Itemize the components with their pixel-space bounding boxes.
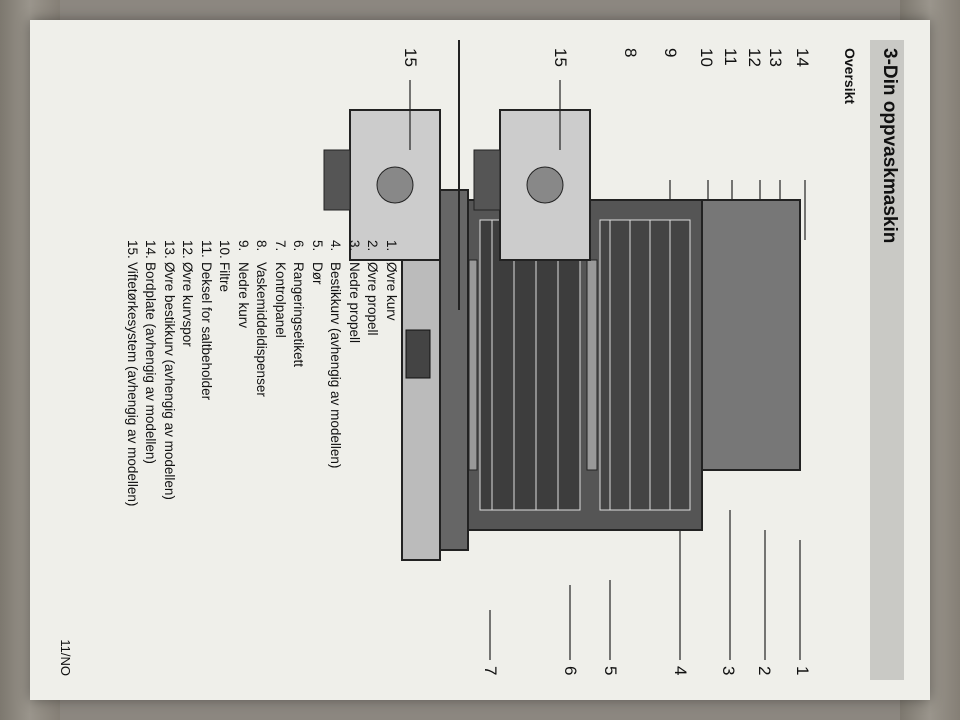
legend-item: 1.Øvre kurv: [384, 240, 399, 321]
fan-drying-detail-2: [323, 80, 441, 261]
section-title: 3-Din oppvaskmaskin: [879, 48, 900, 244]
callout-12: 12: [745, 48, 764, 67]
manual-page: 3-Din oppvaskmaskin Oversikt: [30, 20, 930, 700]
fan-drying-detail-1: [473, 80, 591, 261]
legend-item: 9.Nedre kurv: [236, 240, 251, 329]
callout-8: 8: [621, 48, 640, 58]
legend-item: 13.Øvre bestikkurv (avhengig av modellen…: [162, 240, 177, 500]
spray-arm: [586, 259, 598, 471]
page-number: 11/NO: [58, 639, 73, 676]
legend-item: 10.Filtre: [217, 240, 233, 292]
legend-item: 4.Bestikkurv (avhengig av modellen): [328, 240, 344, 469]
callout-14: 14: [793, 48, 812, 67]
callout-6: 6: [561, 666, 580, 676]
callout-4: 4: [671, 666, 690, 676]
legend-item: 15.Viftetørkesystem (avhengig av modelle…: [125, 240, 140, 507]
section-subtitle: Oversikt: [842, 48, 858, 105]
legend-item: 14.Bordplate (avhengig av modellen): [143, 240, 159, 464]
parts-legend: 1.Øvre kurv 2.Øvre propell 3.Nedre prope…: [123, 240, 401, 506]
callout-10: 10: [697, 48, 716, 67]
legend-item: 6.Rangeringsetikett: [291, 240, 307, 368]
upper-rack: [599, 219, 691, 511]
callout-3: 3: [719, 666, 738, 676]
legend-item: 5.Dør: [310, 240, 325, 285]
legend-item: 3.Nedre propell: [347, 240, 362, 344]
callout-2: 2: [755, 666, 774, 676]
legend-item: 11.Deksel for saltbeholder: [199, 240, 214, 401]
legend-item: 8.Vaskemiddeldispenser: [254, 240, 270, 397]
legend-item: 7.Kontrolpanel: [273, 240, 288, 338]
callout-15-a: 15: [551, 48, 570, 67]
section-divider: [458, 40, 460, 310]
spray-arm: [468, 259, 478, 471]
callout-5: 5: [601, 666, 620, 676]
callout-7: 7: [481, 666, 500, 676]
callout-1: 1: [793, 666, 812, 676]
callout-9: 9: [661, 48, 680, 58]
legend-item: 2.Øvre propell: [365, 240, 381, 336]
callout-13: 13: [766, 48, 785, 67]
callout-11: 11: [721, 48, 740, 66]
detergent-dispenser: [405, 329, 431, 379]
dishwasher-illustration: [401, 180, 806, 660]
legend-item: 12.Øvre kurvspor: [180, 240, 196, 347]
lower-rack: [479, 219, 581, 511]
callout-15-b: 15: [401, 48, 420, 67]
countertop: [699, 199, 801, 471]
